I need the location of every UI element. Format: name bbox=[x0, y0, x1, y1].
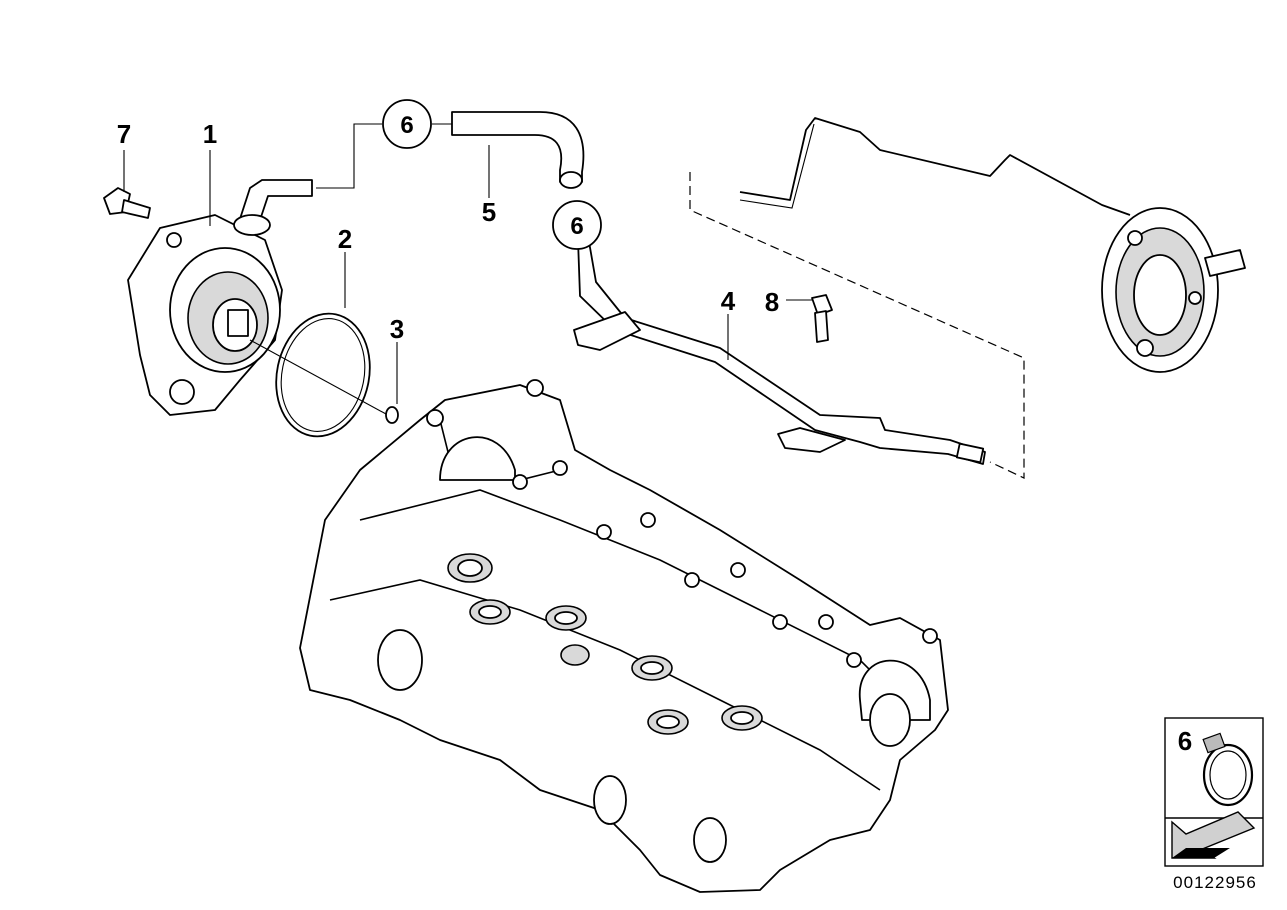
seal-ring-3 bbox=[249, 339, 399, 424]
vacuum-pump bbox=[127, 179, 313, 416]
o-ring-2 bbox=[275, 312, 371, 438]
callout-6-mid: 6 bbox=[552, 200, 602, 250]
callout-1: 1 bbox=[203, 119, 217, 149]
callout-5: 5 bbox=[482, 197, 496, 227]
connection-bracket bbox=[689, 172, 1025, 479]
leader-lines bbox=[123, 123, 812, 404]
callout-8: 8 bbox=[765, 287, 779, 317]
callout-4: 4 bbox=[721, 286, 736, 316]
hose-clamp-icon bbox=[1202, 732, 1254, 807]
hose-5 bbox=[451, 111, 585, 189]
legend-box: 6 bbox=[1164, 717, 1264, 867]
vacuum-pipe-4 bbox=[573, 235, 986, 465]
svg-text:6: 6 bbox=[570, 213, 583, 240]
svg-text:6: 6 bbox=[400, 112, 413, 139]
legend-clamp-label: 6 bbox=[1178, 726, 1192, 756]
cylinder-head bbox=[299, 379, 949, 893]
callout-2: 2 bbox=[338, 224, 352, 254]
callout-7: 7 bbox=[117, 119, 131, 149]
diagram-id: 00122956 bbox=[1173, 873, 1257, 892]
bolt-8 bbox=[811, 294, 833, 343]
screw-7 bbox=[103, 187, 151, 219]
callout-3: 3 bbox=[390, 314, 404, 344]
brake-booster bbox=[739, 117, 1246, 373]
direction-arrow-icon bbox=[1171, 811, 1256, 859]
callout-6-top: 6 bbox=[382, 99, 432, 149]
